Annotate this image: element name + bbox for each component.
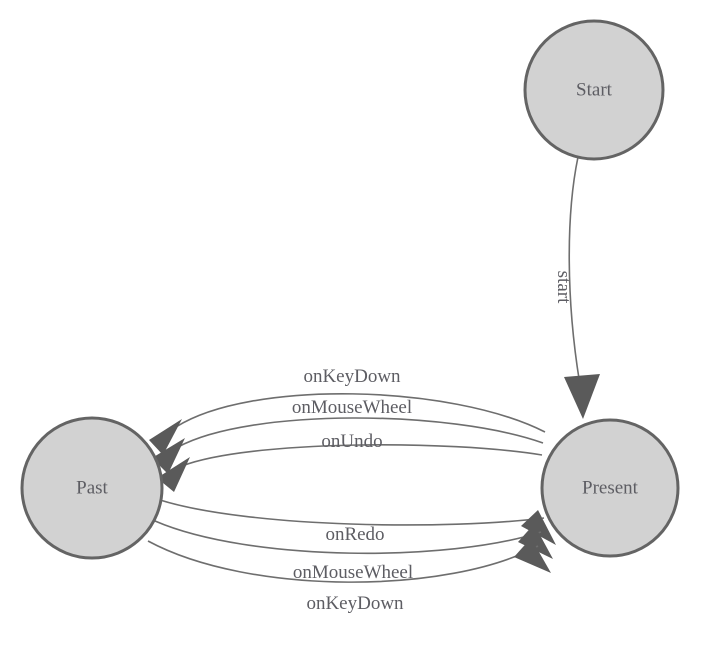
edge-past-to-present-onmousewheel[interactable]: onMouseWheel bbox=[154, 520, 553, 583]
edge-past-to-present-onkeydown-path bbox=[147, 540, 539, 583]
edge-label-start: start bbox=[553, 271, 574, 304]
edge-past-to-present-onkeydown[interactable]: onKeyDown bbox=[147, 538, 551, 614]
node-past-circle bbox=[20, 416, 164, 560]
edge-present-to-past-onundo[interactable]: onUndo bbox=[157, 431, 543, 492]
node-start-circle bbox=[523, 19, 665, 161]
edge-start-to-present-path bbox=[568, 156, 581, 386]
edge-label-onmousewheel-bottom: onMouseWheel bbox=[293, 562, 413, 583]
edge-label-onkeydown-top: onKeyDown bbox=[303, 366, 401, 387]
arrowhead-past-to-present-onredo bbox=[521, 510, 556, 545]
node-start[interactable]: Start bbox=[523, 19, 665, 161]
arrowhead-present-to-past-onkeydown bbox=[149, 419, 182, 455]
arrowhead-past-to-present-onmousewheel bbox=[518, 524, 553, 559]
edge-label-onmousewheel-top: onMouseWheel bbox=[292, 397, 412, 418]
arrowhead-start-to-present bbox=[564, 374, 600, 419]
edge-past-to-present-onredo[interactable]: onRedo bbox=[159, 499, 556, 545]
node-present[interactable]: Present bbox=[540, 418, 680, 558]
node-present-label: Present bbox=[582, 477, 639, 498]
node-past-label: Past bbox=[76, 477, 108, 498]
edge-past-to-present-onredo-path bbox=[159, 499, 545, 526]
node-start-label: Start bbox=[576, 79, 613, 100]
edge-present-to-past-onkeydown-path bbox=[175, 393, 546, 433]
edge-present-to-past-onundo-path bbox=[181, 444, 543, 467]
edge-present-to-past-onmousewheel[interactable]: onMouseWheel bbox=[152, 397, 544, 474]
edge-label-onredo: onRedo bbox=[325, 524, 384, 545]
edge-past-to-present-onmousewheel-path bbox=[154, 520, 542, 555]
edge-start-to-present[interactable]: start bbox=[553, 156, 600, 419]
arrowhead-past-to-present-onkeydown bbox=[514, 538, 551, 573]
node-present-circle bbox=[540, 418, 680, 558]
edge-present-to-past-onkeydown[interactable]: onKeyDown bbox=[149, 366, 546, 455]
node-past[interactable]: Past bbox=[20, 416, 164, 560]
edge-present-to-past-onmousewheel-path bbox=[177, 417, 544, 448]
edge-label-onkeydown-bottom: onKeyDown bbox=[306, 593, 404, 614]
arrowhead-present-to-past-onundo bbox=[157, 457, 190, 492]
arrowhead-present-to-past-onmousewheel bbox=[152, 438, 185, 474]
edge-label-onundo: onUndo bbox=[321, 431, 382, 452]
